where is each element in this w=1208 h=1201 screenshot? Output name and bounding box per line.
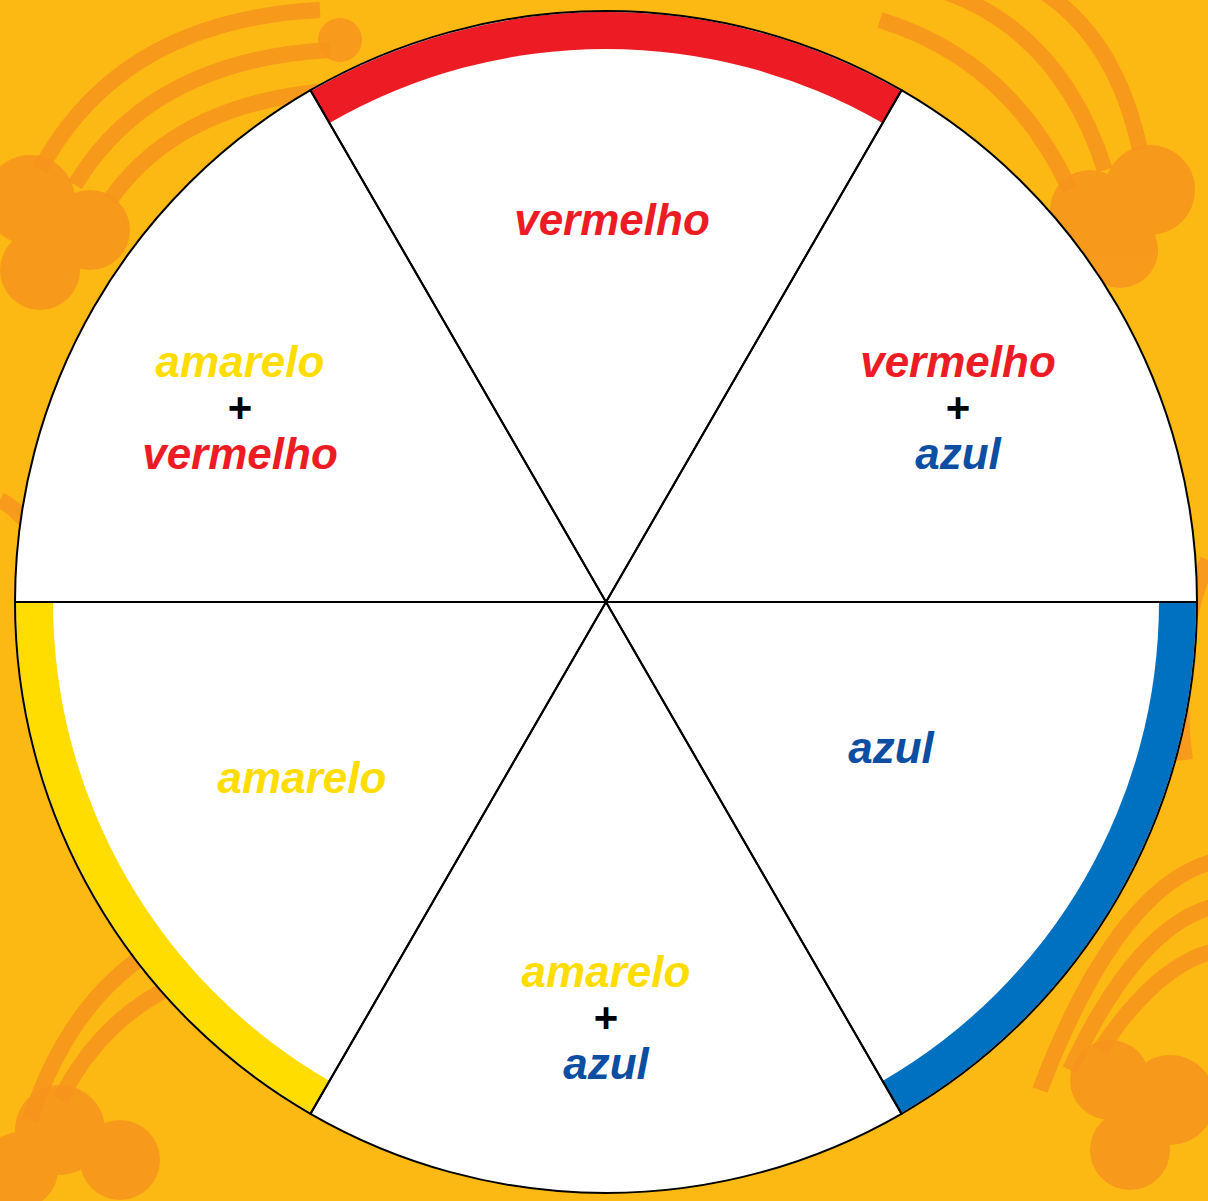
cloud-puff	[0, 230, 80, 310]
wedge-border	[606, 90, 1197, 602]
color-wedge: vermelho	[308, 9, 904, 604]
color-name: vermelho	[142, 431, 338, 477]
cloud-puff	[80, 1120, 160, 1200]
wedge-label: amarelo	[218, 755, 387, 801]
color-wedge: amarelo+vermelho	[13, 88, 608, 605]
yellow-band	[16, 602, 330, 1113]
wedge-border	[606, 602, 1197, 1114]
wedge-border	[15, 90, 606, 602]
wedge-outline	[604, 600, 1199, 1116]
color-name: azul	[848, 725, 934, 771]
wedge-label: amarelo+vermelho	[142, 339, 338, 477]
wedge-outline	[13, 600, 608, 1116]
color-name: azul	[522, 1041, 691, 1087]
cloud-puff	[318, 18, 362, 62]
wedge-label: azul	[848, 725, 934, 771]
wedge-outline	[308, 9, 904, 604]
color-wedge: amarelo+azul	[308, 600, 904, 1195]
blue-band	[883, 602, 1197, 1113]
color-name: amarelo	[142, 339, 338, 385]
wedge-border	[311, 602, 902, 1193]
wedge-label: amarelo+azul	[522, 949, 691, 1087]
red-band	[311, 12, 901, 123]
color-wedge: azul	[604, 600, 1199, 1116]
color-name: amarelo	[218, 755, 387, 801]
color-name: vermelho	[860, 339, 1056, 385]
cloud-puff	[0, 1132, 58, 1201]
plus-sign: +	[860, 385, 1056, 431]
wedge-label: vermelho+azul	[860, 339, 1056, 477]
color-name: vermelho	[514, 197, 710, 243]
wedge-border	[311, 11, 902, 602]
plus-sign: +	[522, 995, 691, 1041]
color-wheel-disc	[15, 11, 1197, 1193]
color-name: azul	[860, 431, 1056, 477]
color-wedge: vermelho+azul	[604, 88, 1199, 604]
wedge-border	[15, 602, 606, 1114]
plus-sign: +	[142, 385, 338, 431]
cloud-puff	[1090, 1110, 1170, 1190]
rainbow-arc	[1000, 0, 1140, 150]
color-name: amarelo	[522, 949, 691, 995]
wedge-outline	[308, 600, 904, 1195]
wedge-label: vermelho	[514, 197, 710, 243]
color-wedge: amarelo	[13, 600, 608, 1116]
